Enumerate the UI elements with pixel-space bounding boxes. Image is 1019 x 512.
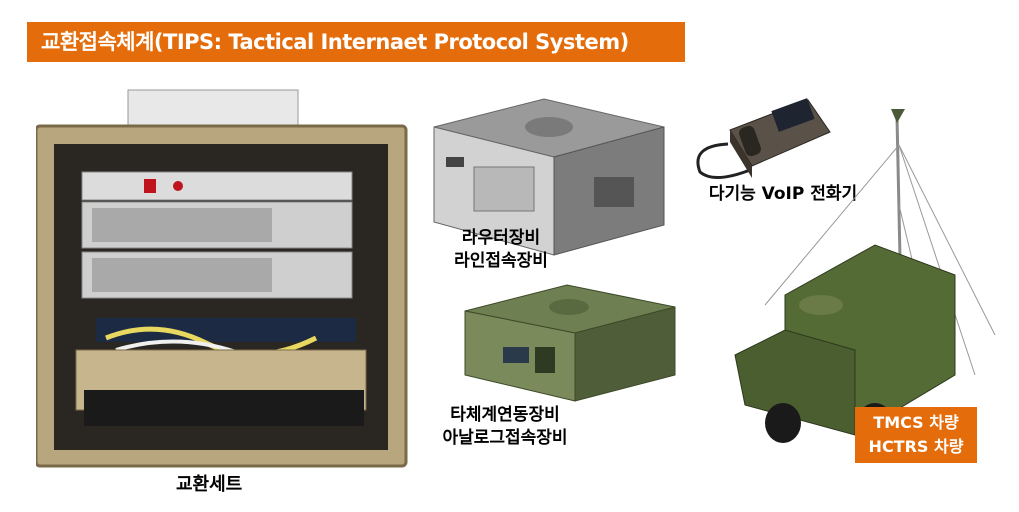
vehicle-label: TMCS 차량 HCTRS 차량 [855, 407, 977, 463]
voip-phone-label: 다기능 VoIP 전화기 [708, 184, 858, 204]
gateway-label-line1: 타체계연동장비 [450, 405, 560, 425]
router-label-line1: 라우터장비 [461, 228, 541, 248]
vehicle-image [734, 109, 996, 443]
gateway-label: 타체계연동장비 아날로그접속장비 [410, 404, 600, 450]
voip-phone-image [696, 98, 831, 179]
gateway-label-line2: 아날로그접속장비 [442, 428, 568, 448]
gateway-equipment-image [464, 284, 676, 402]
router-label-line2: 라인접속장비 [454, 251, 548, 271]
vehicle-label-line2: HCTRS 차량 [868, 437, 964, 456]
vehicle-label-line1: TMCS 차량 [873, 413, 959, 432]
router-label: 라우터장비 라인접속장비 [426, 227, 576, 273]
switch-set-label: 교환세트 [176, 474, 243, 495]
switch-set-rack-image [36, 89, 408, 468]
page-title: 교환접속체계(TIPS: Tactical Internaet Protocol… [27, 22, 685, 62]
router-equipment-image [433, 98, 665, 256]
